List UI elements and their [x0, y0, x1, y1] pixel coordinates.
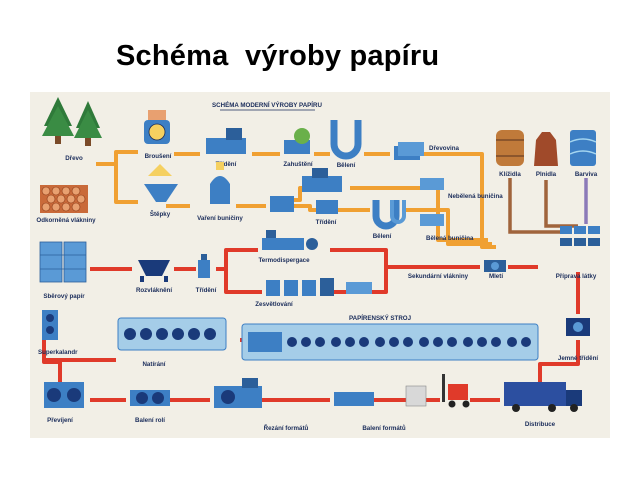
label-superkalandr: Superkalandr	[38, 349, 78, 356]
label-rozvlakneni: Rozvláknění	[136, 287, 172, 294]
grinder-icon	[144, 110, 170, 144]
label-baleni-roli: Balení rolí	[135, 417, 165, 424]
recycled-paper-bales-icon	[39, 241, 87, 283]
chip-hopper-icon	[144, 164, 178, 202]
supercalender-icon	[42, 310, 58, 340]
washer-icon	[302, 168, 342, 214]
label-vareni: Vaření buničiny	[197, 215, 243, 222]
roll-packing-icon	[130, 390, 170, 406]
paper-production-scheme: SCHÉMA MODERNÍ VÝROBY PAPÍRU	[30, 92, 610, 438]
label-jemne: Jemné třídění	[558, 355, 599, 362]
pulper-icon	[138, 260, 170, 282]
scheme-heading: SCHÉMA MODERNÍ VÝROBY PAPÍRU	[212, 101, 322, 109]
bleached-bale-icon	[420, 214, 444, 226]
screen-machine-1-icon	[206, 128, 246, 154]
pulp-bale-groundwood-icon	[394, 142, 424, 160]
rewinder-icon	[44, 382, 84, 408]
thickener-icon	[284, 128, 310, 154]
label-stepky: Štěpky	[150, 210, 171, 218]
label-trideni-1: Třídění	[216, 161, 237, 168]
thermodisperger-icon	[262, 230, 318, 250]
screen-machine-2-icon	[270, 196, 294, 212]
digester-icon	[210, 162, 230, 204]
label-baleni-formatu: Balení formátů	[362, 425, 406, 432]
bleaching-tower-2-icon	[372, 200, 406, 230]
brightening-icon	[266, 278, 334, 296]
secondary-fibre-bale-icon	[346, 282, 372, 294]
dye-drum-icon	[569, 130, 597, 166]
label-priprava: Příprava látky	[556, 273, 597, 280]
refiner-icon	[484, 260, 506, 272]
paper-machine-icon	[241, 323, 539, 361]
label-drevo: Dřevo	[65, 155, 83, 162]
sack-icon	[534, 132, 558, 166]
label-klizidla: Klížidla	[499, 171, 521, 178]
label-distribuce: Distribuce	[525, 421, 556, 428]
label-sberovy: Sběrový papír	[43, 293, 85, 300]
label-plnidla: Plnidla	[536, 171, 557, 178]
bark-logs-icon	[40, 185, 88, 213]
screen-machine-3-icon	[198, 254, 210, 278]
label-trideni-2: Třídění	[316, 219, 337, 226]
label-barviva: Barviva	[575, 171, 598, 178]
sheet-cutter-icon	[214, 378, 262, 408]
forklift-icon	[442, 374, 470, 408]
label-odkorneno: Odkorněná vlákniny	[36, 217, 96, 224]
tree-icon-1	[42, 97, 74, 144]
label-nebelena: Nebělená buničina	[448, 193, 503, 200]
bleaching-tower-1-icon	[330, 120, 362, 160]
truck-icon	[504, 382, 582, 412]
tree-icon-2	[74, 101, 102, 146]
unbleached-bale-icon	[420, 178, 444, 190]
label-previjeni: Převíjení	[47, 417, 73, 424]
label-beleni-1: Bělení	[337, 162, 356, 169]
label-papirensky: PAPÍRENSKÝ STROJ	[349, 314, 412, 322]
label-zesvetlovani: Zesvětlování	[255, 301, 293, 308]
label-belena: Bělená buničina	[426, 235, 474, 242]
label-zahusteni: Zahuštění	[283, 161, 313, 168]
label-termodispergace: Termodispergace	[258, 257, 310, 264]
coater-icon	[117, 317, 227, 351]
label-brouseni: Broušení	[145, 153, 172, 160]
label-sekundarni: Sekundární vlákniny	[408, 273, 469, 280]
barrel-icon	[496, 130, 524, 166]
label-mleti: Mletí	[489, 273, 503, 280]
label-beleni-2: Bělení	[373, 233, 392, 240]
label-rezani: Řezání formátů	[264, 424, 309, 432]
label-drevovina: Dřevovina	[429, 145, 459, 152]
stock-tanks-icon	[560, 226, 600, 246]
slide-title: Schéma výroby papíru	[116, 40, 440, 72]
label-trideni-3: Třídění	[196, 287, 217, 294]
fine-screen-icon	[566, 318, 590, 336]
label-natirani: Natírání	[142, 361, 165, 368]
sheet-packing-icon	[334, 385, 427, 407]
